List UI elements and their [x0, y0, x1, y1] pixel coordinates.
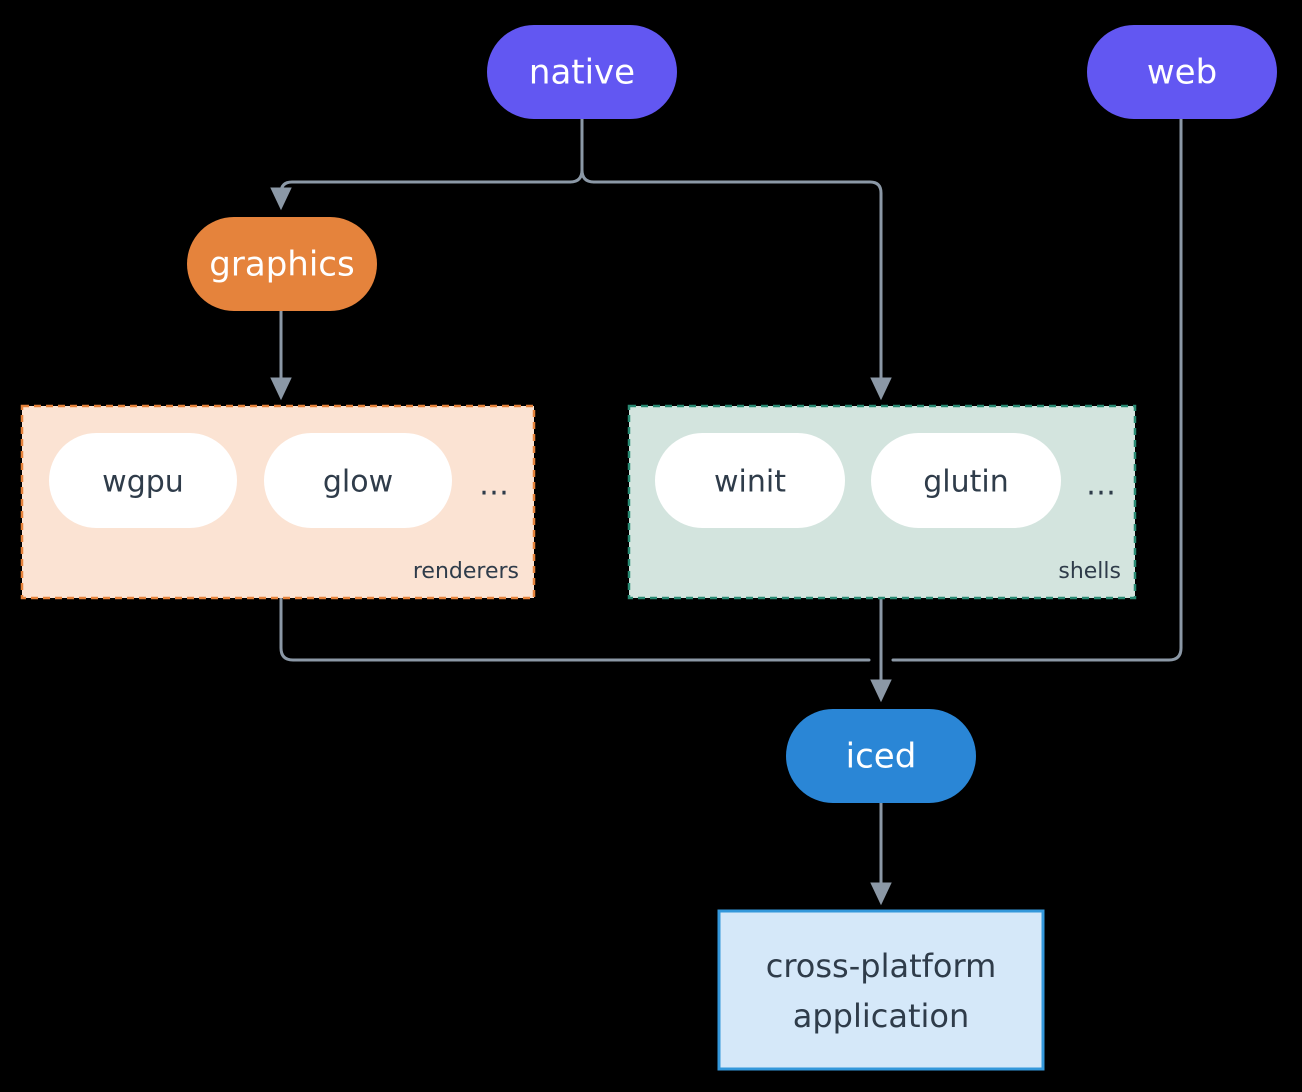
node-native-label: native — [529, 53, 635, 93]
node-cross-platform-application-shape[interactable] — [717, 909, 1045, 1071]
pill-glutin[interactable] — [871, 433, 1061, 528]
edge-native-to-shells — [592, 180, 892, 401]
group-shells-label: shells — [1058, 559, 1121, 584]
pill-glow[interactable] — [264, 433, 452, 528]
pill-wgpu[interactable] — [49, 433, 237, 528]
shells-ellipsis: … — [1086, 468, 1116, 503]
edges-layer — [270, 117, 1183, 906]
node-iced-label: iced — [846, 737, 917, 777]
group-renderers-label: renderers — [413, 559, 519, 584]
node-graphics-shape[interactable] — [187, 217, 377, 311]
node-cross-platform-application-line2: application — [793, 997, 970, 1035]
node-cross-platform-application[interactable]: cross-platform application — [717, 909, 1045, 1071]
edge-renderers-to-iced — [279, 596, 871, 662]
node-cross-platform-application-line1: cross-platform — [766, 947, 996, 985]
group-renderers: wgpu glow … renderers — [20, 404, 536, 600]
pill-winit[interactable] — [655, 433, 845, 528]
node-web-shape[interactable] — [1087, 25, 1277, 119]
pill-glow-label: glow — [323, 465, 393, 500]
pill-glutin-label: glutin — [923, 465, 1009, 500]
node-native[interactable]: native — [487, 25, 677, 119]
edge-native-to-graphics — [270, 180, 572, 211]
node-iced-shape[interactable] — [786, 709, 976, 803]
node-iced[interactable]: iced — [786, 709, 976, 803]
edge-native-branch-left-join — [568, 117, 584, 184]
pill-winit-label: winit — [714, 465, 786, 500]
edge-native-trunk — [580, 117, 596, 184]
renderers-ellipsis: … — [479, 468, 509, 503]
node-graphics-label: graphics — [209, 245, 354, 285]
node-web[interactable]: web — [1087, 25, 1277, 119]
pill-wgpu-label: wgpu — [102, 465, 184, 500]
node-native-shape[interactable] — [487, 25, 677, 119]
node-graphics[interactable]: graphics — [187, 217, 377, 311]
node-web-label: web — [1147, 53, 1217, 93]
group-shells: winit glutin … shells — [627, 404, 1137, 600]
edge-web-to-iced — [891, 117, 1183, 662]
